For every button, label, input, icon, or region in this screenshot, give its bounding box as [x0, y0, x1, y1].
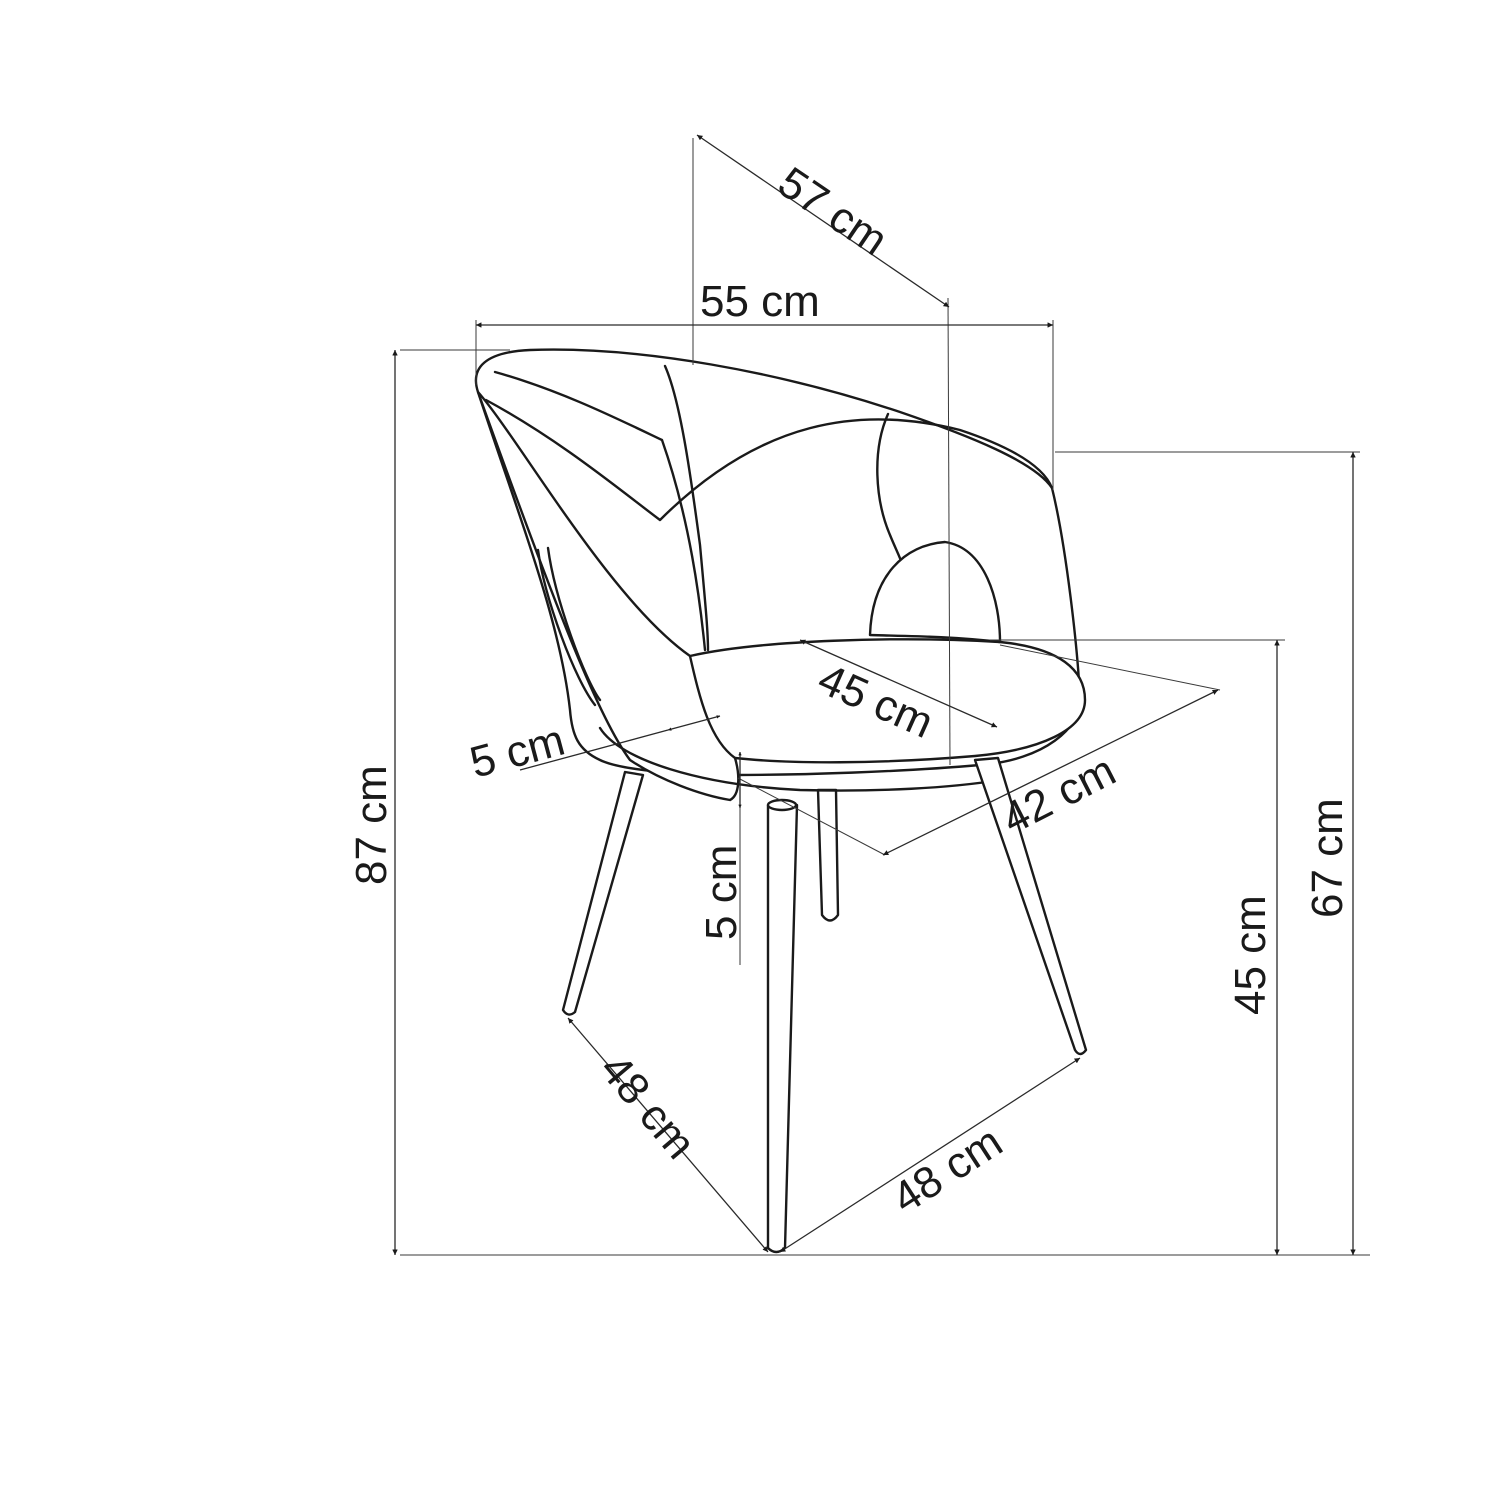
dimension-arrows — [392, 134, 1356, 1255]
label-width: 55 cm — [700, 277, 820, 326]
label-leg-span-left: 48 cm — [590, 1045, 705, 1168]
front-center-leg — [766, 799, 799, 1254]
label-armrest-height: 67 cm — [1303, 798, 1352, 918]
label-seat-thickness: 5 cm — [697, 845, 746, 940]
leg-cap — [766, 798, 798, 812]
label-depth-top: 57 cm — [769, 158, 896, 266]
seat-width-arrow — [882, 689, 1219, 856]
shell-side-slot — [536, 546, 602, 707]
shell-inner — [484, 398, 1054, 522]
label-shell-thickness: 5 cm — [465, 716, 570, 788]
back-seam-mid — [663, 364, 710, 652]
shell-thickness-arrow — [667, 715, 721, 731]
label-leg-span-right: 48 cm — [884, 1117, 1011, 1223]
front-left-leg — [561, 770, 645, 1016]
back-leg — [816, 788, 840, 922]
leg-span-left-arrow — [567, 1017, 769, 1253]
label-seat-height: 45 cm — [1226, 895, 1275, 1015]
shell-thickness-leader — [519, 729, 669, 771]
dimension-labels: 57 cm 55 cm 87 cm 67 cm 45 cm 45 cm 42 c… — [347, 158, 1352, 1224]
depth-top-arrow — [696, 134, 950, 308]
label-total-height: 87 cm — [347, 765, 396, 885]
backrest-opening — [868, 540, 1002, 644]
leg-span-right-arrow — [779, 1057, 1081, 1253]
back-seam-left — [493, 370, 707, 652]
